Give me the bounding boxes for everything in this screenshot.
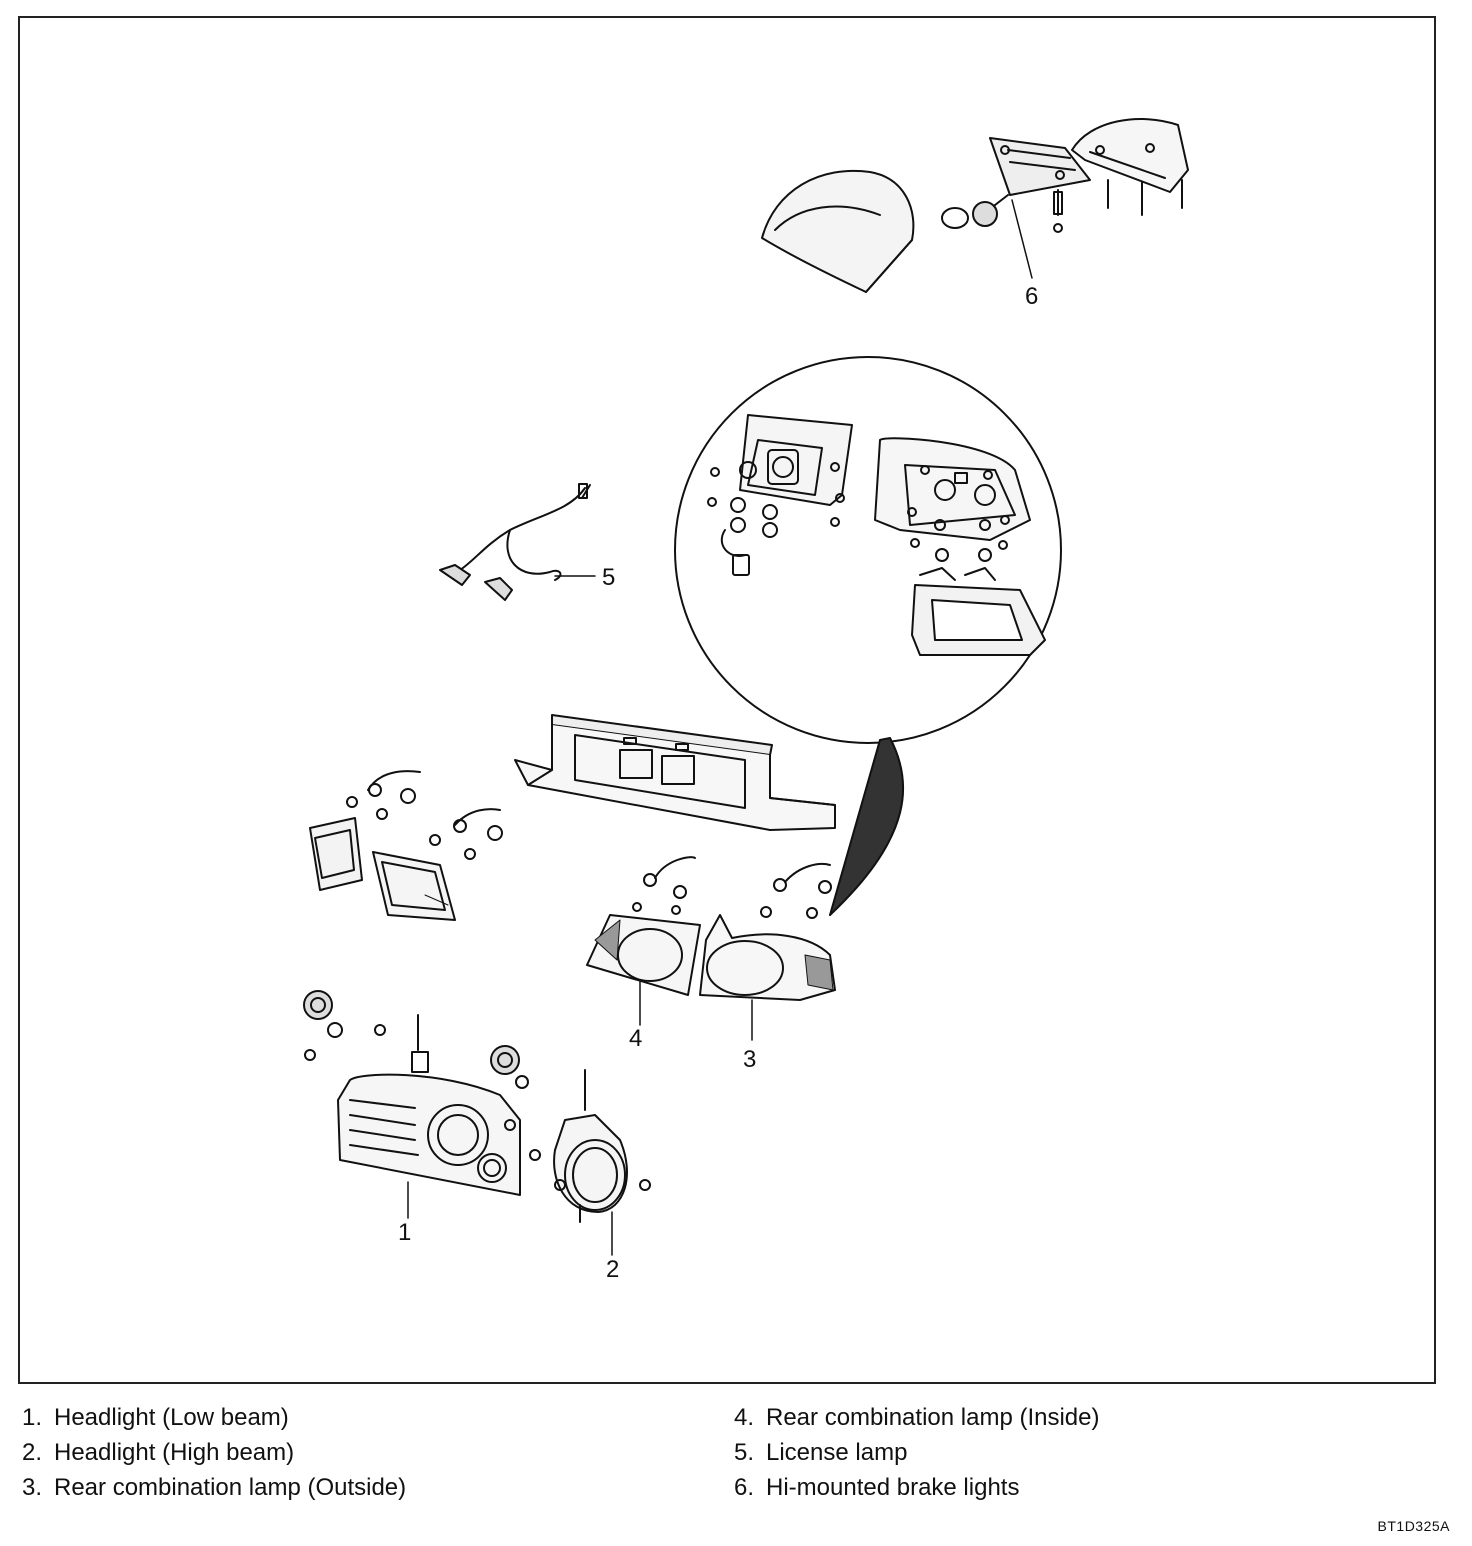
callout-5: 5 [602, 564, 616, 591]
legend-item: 1.Headlight (Low beam) [22, 1404, 289, 1431]
callout-1: 1 [398, 1219, 412, 1246]
hi-mounted-brake-light-assembly [761, 118, 1189, 293]
callout-2: 2 [606, 1256, 620, 1283]
diagram-frame [18, 16, 1436, 1384]
headlight-low-beam [303, 990, 541, 1219]
legend-column-left: 1.Headlight (Low beam) 2.Headlight (High… [22, 1400, 406, 1505]
callout-6: 6 [1025, 283, 1039, 310]
figure-code: BT1D325A [1377, 1518, 1450, 1534]
legend-column-right: 4.Rear combination lamp (Inside) 5.Licen… [734, 1400, 1099, 1505]
legend-item: 5.License lamp [734, 1439, 908, 1466]
legend-item: 2.Headlight (High beam) [22, 1439, 295, 1466]
detail-magnifier [674, 356, 1062, 916]
legend-item: 6.Hi-mounted brake lights [734, 1474, 1020, 1501]
rear-garnish-panel [514, 714, 836, 831]
legend-item: 4.Rear combination lamp (Inside) [734, 1404, 1100, 1431]
headlight-high-beam [490, 1045, 651, 1256]
license-lamp-harness [439, 483, 596, 601]
callout-3: 3 [743, 1046, 757, 1073]
rear-combination-lamps [586, 856, 836, 1041]
legend-item: 3.Rear combination lamp (Outside) [22, 1474, 407, 1501]
callout-4: 4 [629, 1025, 643, 1052]
left-rear-lamp-group [309, 770, 503, 921]
